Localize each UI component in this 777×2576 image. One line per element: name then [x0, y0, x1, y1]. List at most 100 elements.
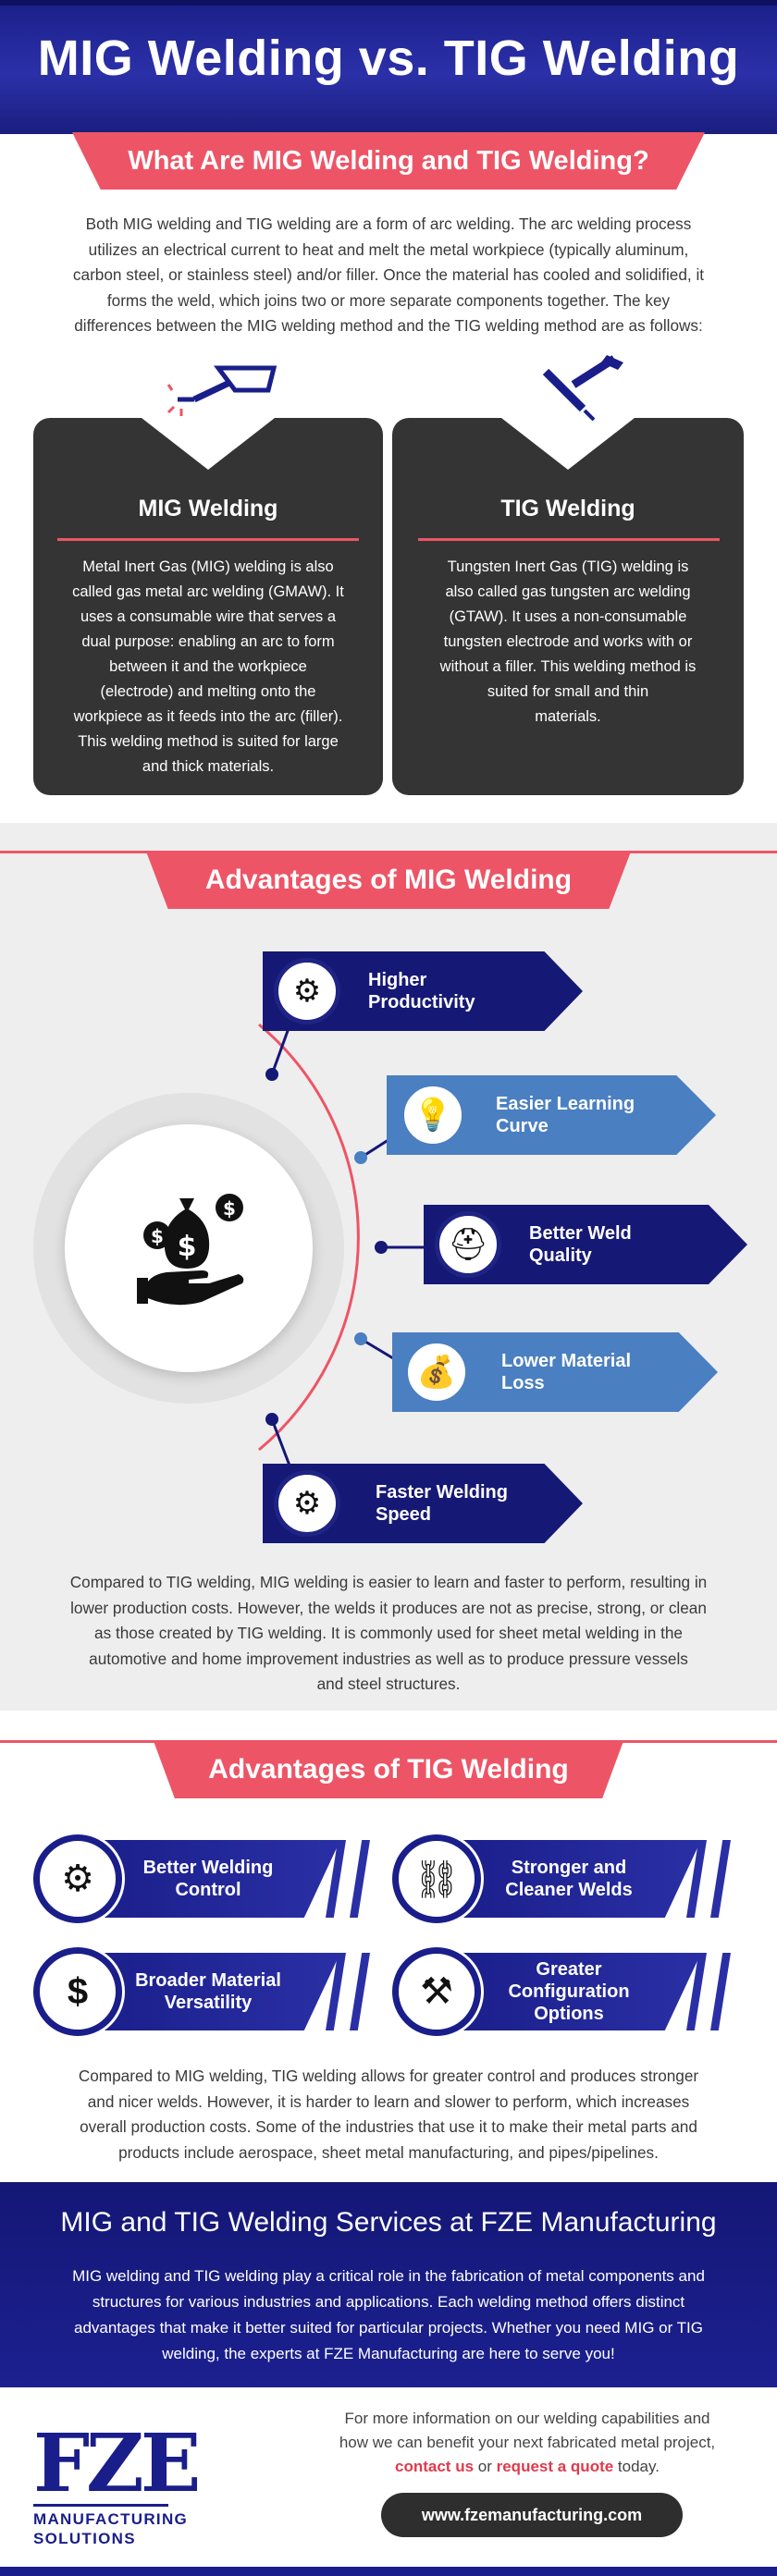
footer-line: For more information on our welding capa…: [344, 2410, 710, 2427]
advantage-label: Options: [534, 2004, 604, 2024]
advantage-label: Versatility: [164, 1993, 253, 2013]
mig-card-rule: [57, 538, 359, 541]
advantage-label: Higher: [368, 970, 427, 990]
advantage-label: Loss: [501, 1373, 545, 1393]
request-quote-link[interactable]: request a quote: [496, 2458, 614, 2475]
dollar-arrows-icon: $: [33, 1947, 122, 2036]
money-bag-icon: 💰: [403, 1339, 470, 1405]
advantage-label: Cleaner Welds: [505, 1880, 633, 1900]
mig-welding-gun-icon: [166, 365, 278, 416]
advantage-label: Better Welding: [142, 1858, 274, 1878]
tig-card-description: Tungsten Inert Gas (TIG) welding is also…: [401, 555, 734, 730]
tig-card-title: TIG Welding: [500, 496, 635, 521]
mig-card-line: called gas metal arc welding (GMAW). It: [72, 583, 344, 600]
mig-card-line: uses a consumable wire that serves a: [80, 608, 337, 625]
svg-text:$: $: [151, 1225, 164, 1247]
advantage-label: Faster Welding: [376, 1482, 508, 1503]
advantage-label: Better Weld: [529, 1223, 632, 1244]
mig-adv-line: and steel structures.: [316, 1674, 461, 1693]
advantage-label: Lower Material: [501, 1351, 632, 1371]
timeline-dot: [354, 1332, 367, 1345]
footer-line: how we can benefit your next fabricated …: [339, 2434, 716, 2451]
gear-icon: ⚙: [274, 1470, 340, 1537]
tig-adv-line: Compared to MIG welding, TIG welding all…: [78, 2067, 699, 2085]
footer-or: or: [474, 2458, 497, 2475]
footer-line: contact us or request a quote today.: [305, 2455, 749, 2479]
tig-card-line: also called gas tungsten arc welding: [445, 583, 691, 600]
tig-welding-torch-icon: [542, 355, 623, 422]
mig-card-line: (electrode) and melting onto the: [100, 683, 316, 700]
intro-line: carbon steel, or stainless steel) and/or…: [72, 265, 705, 284]
advantage-label: Greater: [536, 1959, 602, 1980]
advantage-label: Broader Material: [135, 1970, 281, 1991]
advantage-label: Productivity: [368, 992, 475, 1012]
mig-card-line: Metal Inert Gas (MIG) welding is also: [82, 558, 334, 575]
logo-sub-line: MANUFACTURING: [33, 2510, 189, 2528]
mig-card-notch: [142, 418, 275, 470]
company-logo[interactable]: FZE: [33, 2417, 201, 2510]
advantage-label: Speed: [376, 1504, 432, 1525]
footer-cta-text: For more information on our welding capa…: [305, 2407, 749, 2479]
services-line: welding, the experts at FZE Manufacturin…: [162, 2345, 615, 2362]
advantage-label: Curve: [496, 1116, 549, 1136]
page-title: MIG Welding vs. TIG Welding: [37, 31, 740, 86]
timeline-dot: [265, 1413, 278, 1426]
mig-welding-card: [33, 418, 383, 795]
tools-gear-icon: ⚒: [392, 1947, 481, 2036]
mig-card-line: dual purpose: enabling an arc to form: [81, 633, 335, 650]
tig-advantages-heading: Advantages of TIG Welding: [154, 1741, 623, 1798]
intro-line: Both MIG welding and TIG welding are a f…: [85, 215, 692, 233]
intro-line: differences between the MIG welding meth…: [74, 316, 703, 335]
tig-card-line: suited for small and thin: [487, 683, 649, 700]
services-line: MIG welding and TIG welding play a criti…: [72, 2267, 705, 2285]
mig-advantages-paragraph: Compared to TIG welding, MIG welding is …: [28, 1570, 749, 1698]
advantage-label: Easier Learning: [496, 1094, 635, 1114]
gear-productivity-icon: ⚙: [274, 958, 340, 1024]
mig-card-description: Metal Inert Gas (MIG) welding is also ca…: [43, 555, 374, 779]
contact-us-link[interactable]: contact us: [395, 2458, 475, 2475]
footer-bottom-bar: [0, 2567, 777, 2576]
timeline-dot: [265, 1068, 278, 1081]
header-top-line: [0, 0, 777, 6]
tig-card-line: (GTAW). It uses a non-consumable: [449, 608, 687, 625]
tig-card-line: without a filler. This welding method is: [439, 658, 697, 675]
footer-after: today.: [613, 2458, 660, 2475]
header-banner: [0, 0, 777, 134]
services-line: advantages that make it better suited fo…: [73, 2319, 704, 2337]
advantage-label: Control: [175, 1880, 241, 1900]
chain-link-icon: ⛓: [392, 1834, 481, 1923]
tig-advantages-paragraph: Compared to MIG welding, TIG welding all…: [28, 2064, 749, 2165]
tig-card-line: materials.: [535, 708, 601, 725]
mig-card-line: between it and the workpiece: [109, 658, 307, 675]
services-section: [0, 2182, 777, 2387]
lightbulb-icon: 💡: [400, 1082, 466, 1148]
tig-adv-line: and nicer welds. However, it is harder t…: [87, 2091, 690, 2111]
services-line: structures for various industries and ap…: [92, 2293, 685, 2311]
tig-card-line: Tungsten Inert Gas (TIG) welding is: [447, 558, 689, 575]
tig-adv-line: overall production costs. Some of the in…: [80, 2117, 697, 2136]
tig-card-rule: [418, 538, 720, 541]
intro-heading-ribbon: What Are MIG Welding and TIG Welding?: [72, 132, 705, 190]
advantage-label: Stronger and: [511, 1858, 627, 1878]
company-logo-subtitle: MANUFACTURING SOLUTIONS: [33, 2509, 189, 2548]
mig-adv-line: automotive and home improvement industri…: [89, 1649, 688, 1668]
svg-text:$: $: [178, 1231, 197, 1263]
website-url-button[interactable]: www.fzemanufacturing.com: [381, 2493, 683, 2537]
timeline-dot: [375, 1241, 388, 1254]
tig-card-notch: [501, 418, 635, 470]
services-heading: MIG and TIG Welding Services at FZE Manu…: [60, 2207, 717, 2238]
advantage-label: Configuration: [508, 1981, 630, 2002]
logo-sub-line: SOLUTIONS: [33, 2530, 136, 2547]
money-bag-hand-icon: $ $ $: [137, 1194, 244, 1306]
timeline-dot: [354, 1151, 367, 1164]
mig-card-line: and thick materials.: [142, 758, 275, 775]
hand-gear-control-icon: ⚙: [33, 1834, 122, 1923]
intro-line: forms the weld, which joins two or more …: [106, 290, 671, 310]
welder-mask-icon: ⛑: [435, 1211, 501, 1278]
intro-paragraph: Both MIG welding and TIG welding are a f…: [28, 212, 749, 339]
tig-card-line: tungsten electrode and works with or: [443, 633, 693, 650]
